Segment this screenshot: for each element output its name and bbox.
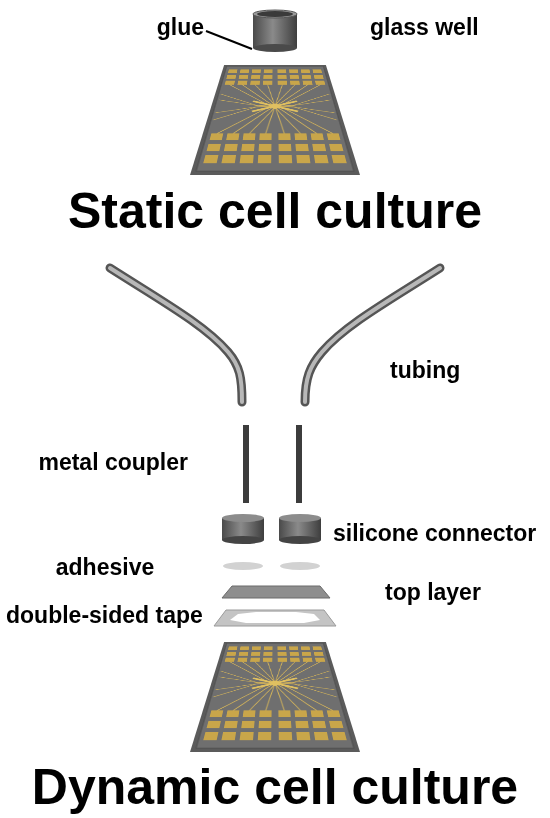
adhesive — [223, 562, 320, 570]
double-sided-tape — [214, 610, 336, 626]
mea-chip — [190, 642, 360, 752]
part-label: double-sided tape — [6, 602, 203, 628]
metal-coupler — [243, 425, 302, 503]
part-label: metal coupler — [38, 449, 188, 475]
part-label: glass well — [370, 14, 479, 40]
part-label: silicone connector — [333, 520, 536, 546]
part-label: adhesive — [56, 554, 154, 580]
glass-well — [253, 10, 297, 52]
section-heading: Dynamic cell culture — [32, 759, 518, 817]
top-layer — [222, 586, 330, 598]
section-heading: Static cell culture — [68, 183, 482, 241]
part-label: top layer — [385, 579, 481, 605]
leader-line — [206, 31, 252, 49]
part-label: glue — [157, 14, 204, 40]
mea-chip-drawing — [190, 65, 360, 175]
silicone-connector — [222, 514, 321, 544]
mea-chip-drawing — [190, 642, 360, 752]
part-label: tubing — [390, 357, 460, 383]
mea-chip — [190, 65, 360, 175]
